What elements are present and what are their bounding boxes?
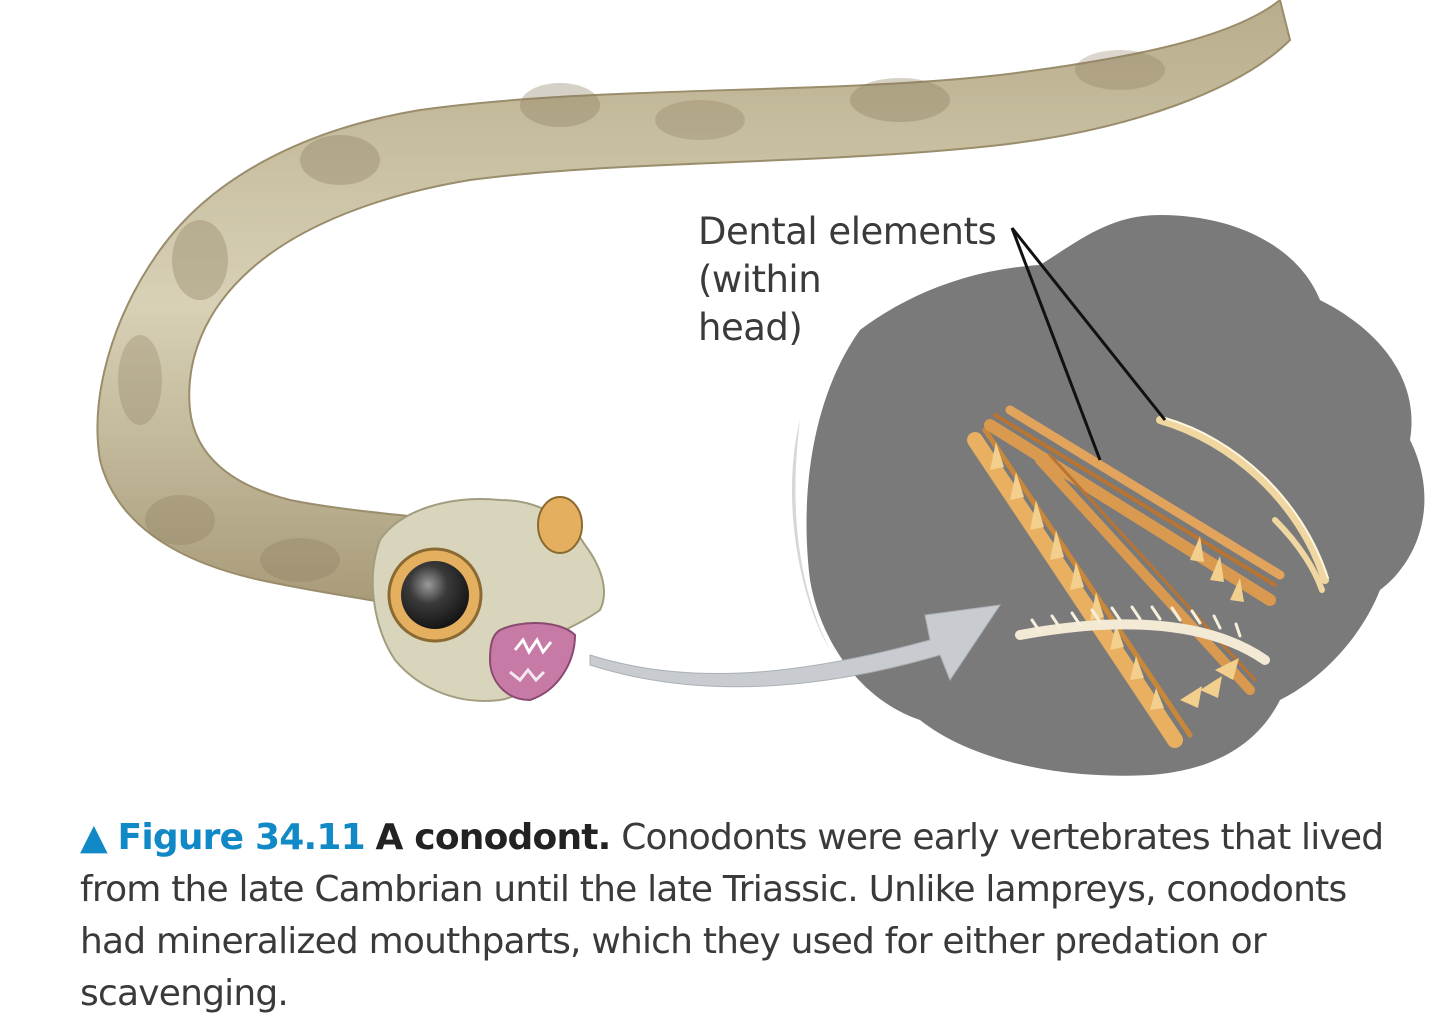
conodont-head [371, 496, 605, 702]
dental-elements-label: Dental elements (within head) [698, 208, 997, 352]
figure-number: Figure 34.11 [117, 817, 366, 858]
magnify-arrow [589, 604, 1002, 688]
far-eye [537, 496, 583, 554]
label-line-2: (within [698, 258, 822, 301]
figure-title: A conodont. [375, 817, 612, 858]
figure-caption: ▲ Figure 34.11 A conodont. Conodonts wer… [80, 812, 1420, 1020]
comb-element [1015, 619, 1270, 665]
hook-element [1156, 416, 1329, 584]
conodont-illustration [96, 0, 1425, 776]
dental-elements [967, 405, 1329, 748]
label-leader-lines [1010, 227, 1167, 461]
conodont-body [96, 0, 1292, 612]
triangle-icon: ▲ [80, 817, 108, 858]
mouth [488, 622, 577, 702]
label-line-3: head) [698, 306, 803, 349]
caption-text: Conodonts were early vertebrates that li… [80, 817, 1384, 1014]
eye [401, 561, 469, 629]
label-line-1: Dental elements [698, 210, 997, 253]
